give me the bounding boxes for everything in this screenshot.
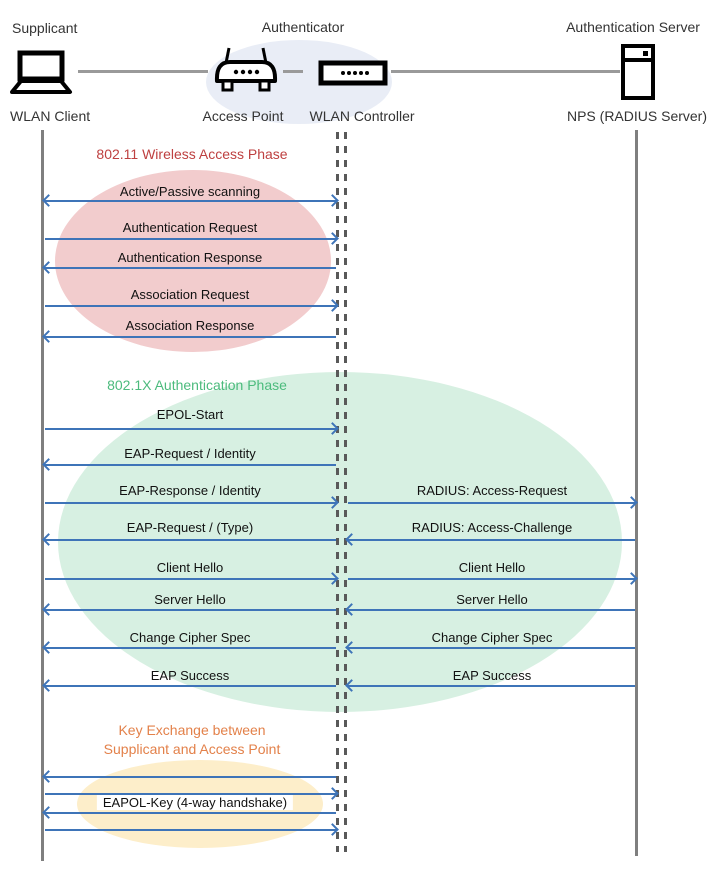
- message-arrow-left: [345, 641, 635, 654]
- message-arrow-left: [42, 533, 336, 546]
- message-label: EAP-Response / Identity: [119, 483, 261, 498]
- message-label: Active/Passive scanning: [119, 184, 261, 199]
- message-arrow-right: [348, 496, 638, 509]
- connector-controller-to-server: [391, 70, 620, 73]
- message-label: Association Response: [125, 318, 255, 333]
- server-icon: [621, 44, 655, 100]
- message-arrow-left: [42, 458, 336, 471]
- message-label: EAP-Request / Identity: [124, 446, 256, 461]
- message-label: Change Cipher Spec: [129, 630, 251, 645]
- device-wlan-client: WLAN Client: [10, 108, 91, 124]
- lifeline-wlan-controller-dash-2: [344, 132, 347, 852]
- connector-ap-to-controller: [283, 70, 303, 73]
- message-label: Authentication Request: [122, 220, 258, 235]
- role-authentication-server: Authentication Server: [566, 19, 700, 35]
- message-arrow-right: [45, 496, 339, 509]
- device-wlan-controller: WLAN Controller: [309, 108, 415, 124]
- message-arrow-right: [45, 422, 339, 435]
- message-label: Authentication Response: [117, 250, 263, 265]
- phase2-title: 802.1X Authentication Phase: [107, 377, 287, 393]
- message-arrow-left: [42, 261, 336, 274]
- lifeline-nps-server: [635, 130, 638, 856]
- phase3-title-line1: Key Exchange between: [118, 722, 266, 738]
- message-arrow-left: [42, 770, 336, 783]
- message-label: EAP Success: [150, 668, 230, 683]
- phase3-title-line2: Supplicant and Access Point: [103, 741, 281, 757]
- laptop-icon: [10, 50, 72, 94]
- phase2-ellipse: [58, 372, 622, 712]
- message-arrow-right: [45, 232, 339, 245]
- message-arrow-left: [42, 806, 336, 819]
- message-arrow-both: [42, 194, 339, 207]
- message-label: EPOL-Start: [156, 407, 224, 422]
- wlan-controller-icon: [318, 60, 388, 86]
- message-arrow-left: [345, 533, 635, 546]
- message-label: EAP Success: [452, 668, 532, 683]
- message-label: EAPOL-Key (4-way handshake): [96, 795, 294, 810]
- message-arrow-left: [345, 679, 635, 692]
- lifeline-wlan-client: [41, 130, 44, 861]
- device-access-point: Access Point: [202, 108, 284, 124]
- message-arrow-left: [42, 679, 336, 692]
- message-label: Client Hello: [156, 560, 224, 575]
- device-nps-radius-server: NPS (RADIUS Server): [566, 108, 708, 124]
- message-arrow-right: [45, 572, 339, 585]
- message-label: Server Hello: [154, 592, 226, 607]
- message-label: EAP-Request / (Type): [126, 520, 254, 535]
- message-arrow-right: [348, 572, 638, 585]
- message-arrow-right: [45, 299, 339, 312]
- message-label: RADIUS: Access-Challenge: [411, 520, 573, 535]
- message-arrow-left: [42, 603, 336, 616]
- message-label: Change Cipher Spec: [431, 630, 553, 645]
- message-label: Client Hello: [458, 560, 526, 575]
- role-authenticator: Authenticator: [261, 19, 345, 35]
- phase1-title: 802.11 Wireless Access Phase: [96, 146, 288, 162]
- connector-client-to-ap: [78, 70, 208, 73]
- message-arrow-right: [45, 823, 339, 836]
- message-arrow-left: [345, 603, 635, 616]
- message-arrow-left: [42, 330, 336, 343]
- message-label: Association Request: [130, 287, 250, 302]
- message-arrow-left: [42, 641, 336, 654]
- access-point-icon: [214, 47, 278, 92]
- message-arrow-right: [45, 787, 339, 800]
- message-label: RADIUS: Access-Request: [416, 483, 568, 498]
- lifeline-wlan-controller-dash-1: [336, 132, 339, 852]
- message-label: Server Hello: [456, 592, 528, 607]
- role-supplicant: Supplicant: [12, 20, 78, 36]
